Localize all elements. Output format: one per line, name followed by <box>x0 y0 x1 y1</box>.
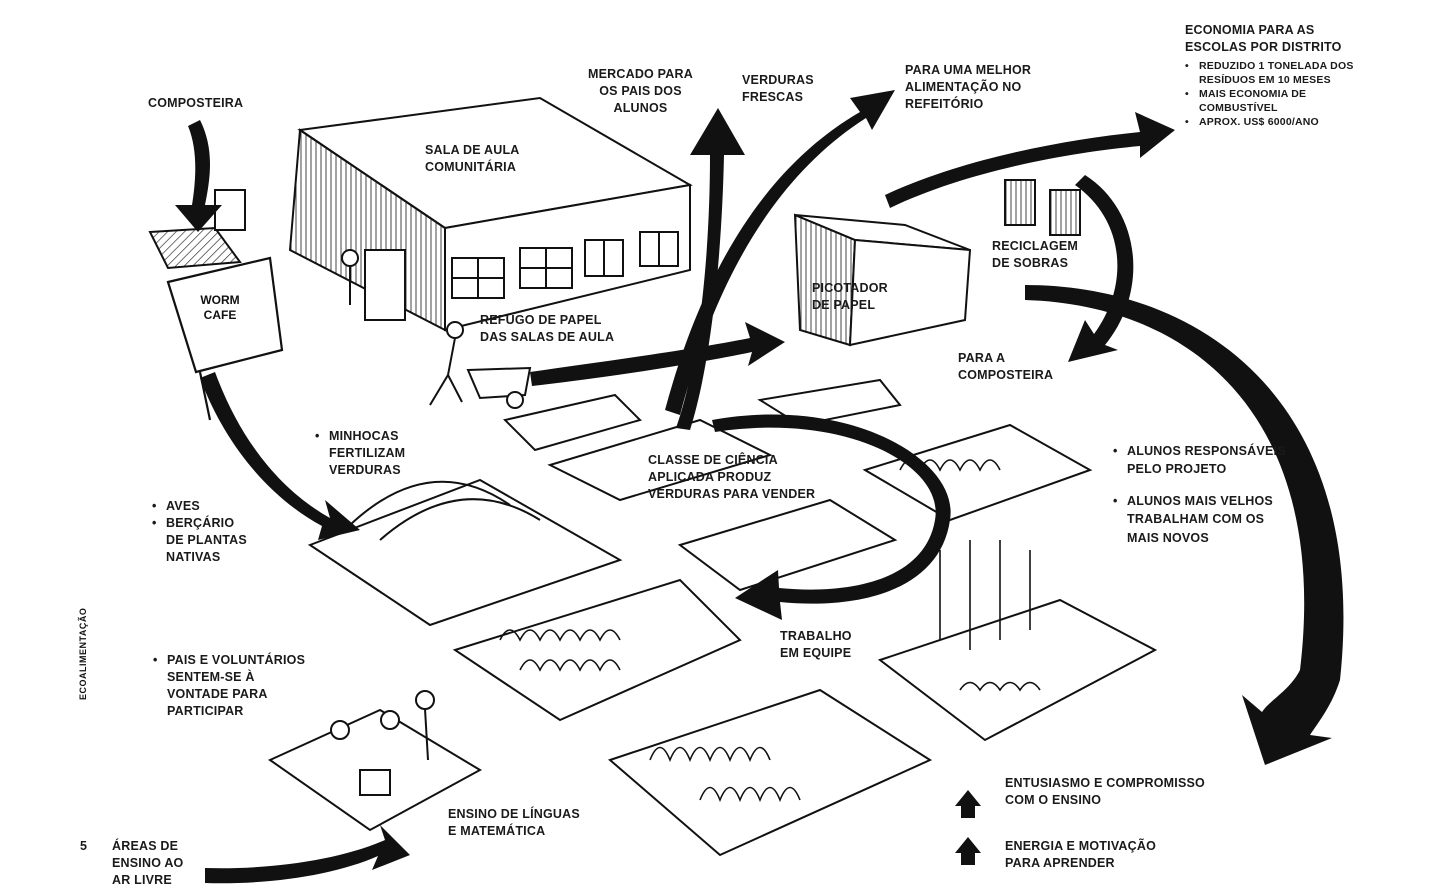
market-label: MERCADO PARA OS PAIS DOS ALUNOS <box>588 67 693 115</box>
volunteers-list: PAIS E VOLUNTÁRIOS SENTEM-SE À VONTADE P… <box>153 652 305 720</box>
paper-shredder-label: PICOTADOR DE PAPEL <box>812 281 888 312</box>
cafeteria-label: PARA UMA MELHOR ALIMENTAÇÃO NO REFEITÓRI… <box>905 63 1032 111</box>
fresh-vegetables-label: VERDURAS FRESCAS <box>742 73 814 104</box>
community-classroom-label: SALA DE AULA COMUNITÁRIA <box>425 143 520 174</box>
worms-list: MINHOCAS FERTILIZAM VERDURAS <box>315 428 405 479</box>
compost-bin <box>148 189 246 270</box>
volunteers-item: PAIS E VOLUNTÁRIOS SENTEM-SE À VONTADE P… <box>153 652 305 720</box>
outdoor-areas-number: 5 <box>80 839 88 853</box>
volunteers-group <box>267 690 483 832</box>
worms-item: MINHOCAS FERTILIZAM VERDURAS <box>315 428 405 479</box>
students-item: ALUNOS MAIS VELHOS TRABALHAM COM OS MAIS… <box>1113 492 1286 546</box>
recycling-label: RECICLAGEM DE SOBRAS <box>992 239 1079 270</box>
student-wheelbarrow <box>429 321 532 409</box>
economy-item: Reduzido 1 tonelada dos resíduos em 10 m… <box>1185 59 1354 87</box>
outdoor-areas-label: ÁREAS DE ENSINO AO AR LIVRE <box>112 839 184 887</box>
teamwork-label: TRABALHO EM EQUIPE <box>780 629 852 660</box>
economy-title: ECONOMIA PARA AS ESCOLAS POR DISTRITO <box>1185 23 1342 54</box>
economy-item: Aprox. US$ 6000/ano <box>1185 115 1354 129</box>
flow-arrows <box>175 90 1344 884</box>
shredder-shed <box>793 179 1081 347</box>
economy-list: Reduzido 1 tonelada dos resíduos em 10 m… <box>1185 59 1354 130</box>
paper-waste-label: REFUGO DE PAPEL DAS SALAS DE AULA <box>480 313 615 344</box>
students-item: ALUNOS RESPONSÁVEIS PELO PROJETO <box>1113 442 1286 478</box>
economy-block: ECONOMIA PARA AS ESCOLAS POR DISTRITO Re… <box>1185 22 1354 130</box>
worm-cafe-label: WORM CAFE <box>200 293 240 322</box>
nursery-item: BERÇÁRIO DE PLANTAS NATIVAS <box>152 515 247 566</box>
science-class-label: CLASSE DE CIÊNCIA APLICADA PRODUZ VERDUR… <box>648 453 816 501</box>
legend-enthusiasm: ENTUSIASMO E COMPROMISSO COM O ENSINO <box>1005 776 1205 807</box>
birds-item: AVES <box>152 498 247 515</box>
legend-energy: ENERGIA E MOTIVAÇÃO PARA APRENDER <box>1005 839 1157 870</box>
students-list: ALUNOS RESPONSÁVEIS PELO PROJETO ALUNOS … <box>1113 442 1286 547</box>
side-credit: ECOALIMENTAÇÃO <box>78 607 88 700</box>
classroom-building <box>288 96 693 332</box>
language-math-label: ENSINO DE LÍNGUAS E MATEMÁTICA <box>448 807 580 838</box>
birds-nursery-list: AVES BERÇÁRIO DE PLANTAS NATIVAS <box>152 498 247 566</box>
economy-item: Mais economia de combustível <box>1185 87 1354 115</box>
garden-beds <box>307 378 1158 857</box>
worm-cafe-sign <box>166 256 284 421</box>
to-compost-label: PARA A COMPOSTEIRA <box>958 351 1054 382</box>
compost-label: COMPOSTEIRA <box>148 96 244 110</box>
